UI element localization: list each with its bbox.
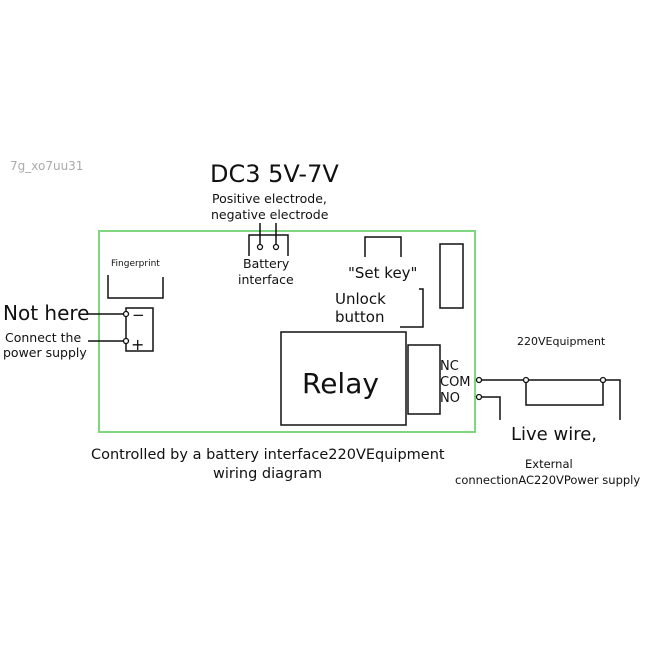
not-here-label: Not here [3,301,89,325]
battery-pin-negative [272,243,280,251]
equipment-label: 220VEquipment [517,335,606,348]
connect-label-2: power supply [3,345,87,360]
terminal-no: NO [440,391,460,406]
power-wires [88,313,126,342]
minus-sign: − [132,306,145,324]
external-label-1: External [525,457,573,471]
no-wire [479,396,501,420]
external-label-2: connectionAC220VPower supply [455,473,640,487]
electrode-label-1: Positive electrode, [212,191,327,206]
battery-connector [248,234,289,256]
unlock-label-1: Unlock [335,290,386,308]
power-terminal [125,307,154,352]
no-pin [475,393,483,401]
circuit-board [98,230,476,433]
battery-label-2: interface [238,272,294,287]
unlock-label-2: button [335,308,384,326]
fingerprint-sensor [107,275,164,299]
com-pin [475,376,483,384]
fingerprint-label: Fingerprint [111,259,160,269]
live-wire-label: Live wire, [511,424,597,445]
electrode-label-2: negative electrode [211,207,329,222]
caption-line-2: wiring diagram [213,466,322,482]
equipment-pin-left [522,376,530,384]
relay-box [280,331,407,426]
relay-terminal-block [407,344,441,415]
terminal-com: COM [440,375,471,390]
voltage-title: DC3 5V-7V [210,160,339,188]
power-pin-positive [122,337,130,345]
watermark: 7g_xo7uu31 [10,159,83,173]
connect-label-1: Connect the [5,330,81,345]
relay-label: Relay [302,367,379,400]
com-wire [479,379,621,420]
unlock-button [400,288,424,328]
set-key-outline [364,236,402,257]
set-key-label: "Set key" [348,264,417,282]
battery-label-1: Battery [243,256,290,271]
plus-sign: + [131,335,144,354]
power-pin-negative [122,310,130,318]
equipment-pin-right [599,376,607,384]
battery-pin-positive [256,243,264,251]
caption-line-1: Controlled by a battery interface220VEqu… [91,447,445,463]
terminal-nc: NC [440,359,459,374]
side-component [439,243,464,309]
